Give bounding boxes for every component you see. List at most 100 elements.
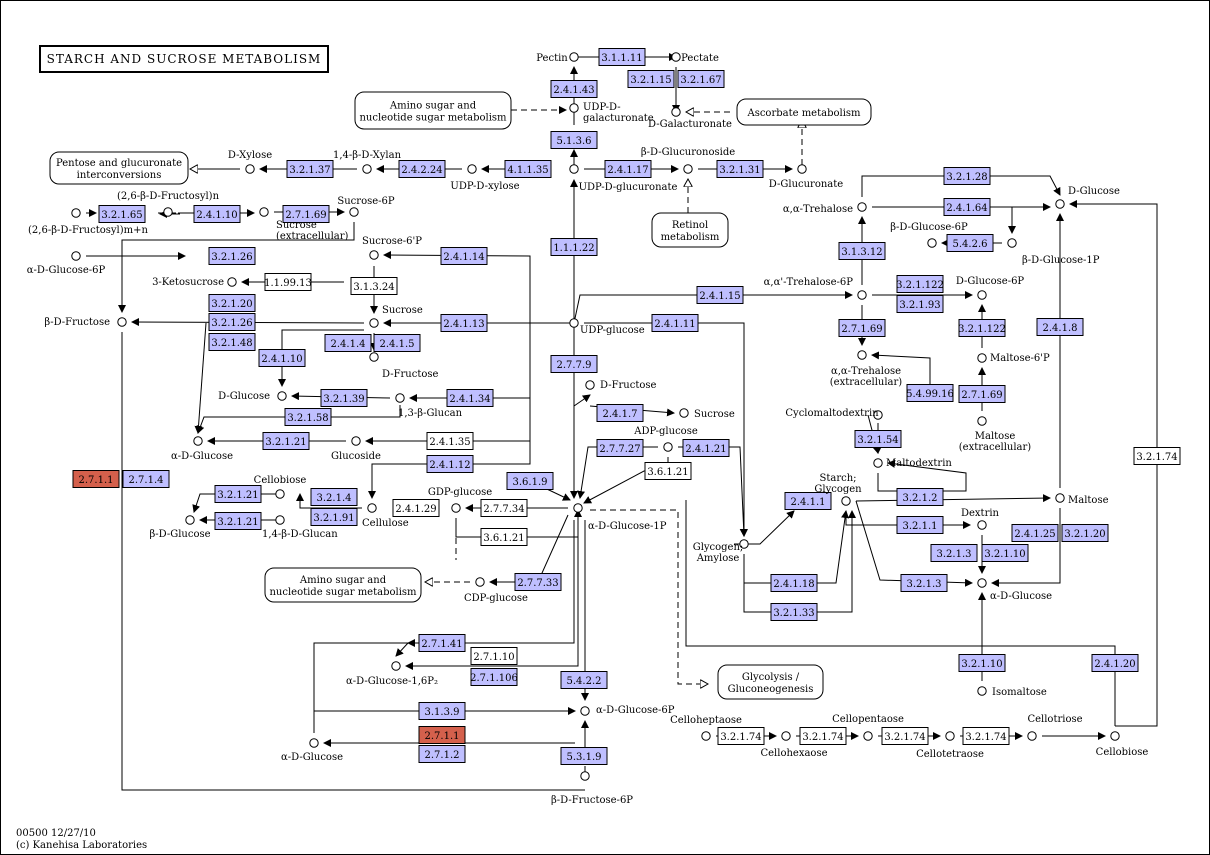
compound-d-glucose[interactable]: D-Glucose: [218, 391, 287, 402]
enzyme-3-2-1-2[interactable]: 3.2.1.2: [896, 488, 944, 506]
enzyme-2-7-7-33[interactable]: 2.7.7.33: [514, 573, 562, 591]
compound-udp-d-glucuronate[interactable]: UDP-D-glucuronate: [569, 164, 678, 193]
compound-d-fructose[interactable]: β-D-Fructose: [44, 317, 127, 328]
compound-sucrose-6-p[interactable]: Sucrose-6'P: [362, 236, 422, 260]
enzyme-3-2-1-15[interactable]: 3.2.1.15: [627, 70, 675, 88]
enzyme-2-7-1-10[interactable]: 2.7.1.10: [470, 647, 518, 665]
enzyme-3-2-1-74[interactable]: 3.2.1.74: [717, 727, 765, 745]
compound-celloheptaose[interactable]: Celloheptaose: [670, 715, 742, 741]
enzyme-5-3-1-9[interactable]: 5.3.1.9: [560, 747, 608, 765]
enzyme-3-2-1-31[interactable]: 3.2.1.31: [716, 160, 764, 178]
compound-cellotriose[interactable]: Cellotriose: [1027, 714, 1083, 741]
enzyme-3-2-1-93[interactable]: 3.2.1.93: [896, 295, 944, 313]
enzyme-2-7-7-9[interactable]: 2.7.7.9: [550, 355, 598, 373]
enzyme-2-4-1-1[interactable]: 2.4.1.1: [784, 492, 832, 510]
compound-d-glucose-6p[interactable]: D-Glucose-6P: [956, 276, 1025, 300]
compound-udp-d-galacturonate[interactable]: UDP-D-galacturonate: [569, 102, 654, 124]
enzyme-2-4-1-43[interactable]: 2.4.1.43: [550, 80, 598, 98]
enzyme-5-4-2-6[interactable]: 5.4.2.6: [946, 234, 994, 252]
compound-d-fructose[interactable]: D-Fructose: [369, 352, 439, 380]
compound-glycogen-amylose[interactable]: Glycogen;Amylose: [693, 539, 749, 564]
compound-gdp-glucose[interactable]: GDP-glucose: [428, 487, 492, 513]
compound-trehalose[interactable]: α,α-Trehalose: [783, 202, 867, 215]
enzyme-3-2-1-26[interactable]: 3.2.1.26: [208, 247, 256, 265]
compound-pectin[interactable]: Pectin: [536, 52, 579, 64]
enzyme-2-4-1-12[interactable]: 2.4.1.12: [426, 455, 474, 473]
compound-d-xylose[interactable]: D-Xylose: [228, 150, 272, 174]
enzyme-3-2-1-10[interactable]: 3.2.1.10: [981, 544, 1029, 562]
compound-cellohexaose[interactable]: Cellohexaose: [760, 731, 828, 759]
enzyme-3-2-1-91[interactable]: 3.2.1.91: [310, 508, 358, 526]
compound-d-glucose[interactable]: α-D-Glucose: [281, 738, 343, 763]
enzyme-3-2-1-39[interactable]: 3.2.1.39: [320, 389, 368, 407]
enzyme-3-2-1-10[interactable]: 3.2.1.10: [958, 654, 1006, 672]
enzyme-2-4-1-35[interactable]: 2.4.1.35: [426, 432, 474, 450]
enzyme-2-7-1-69[interactable]: 2.7.1.69: [838, 319, 886, 337]
compound-maltodextrin[interactable]: Maltodextrin: [873, 458, 953, 469]
compound-udp-glucose[interactable]: UDP-glucose: [569, 318, 645, 336]
enzyme-2-7-1-1[interactable]: 2.7.1.1: [418, 726, 466, 744]
enzyme-2-4-1-15[interactable]: 2.4.1.15: [696, 286, 744, 304]
enzyme-3-2-1-28[interactable]: 3.2.1.28: [943, 167, 991, 185]
enzyme-3-2-1-20[interactable]: 3.2.1.20: [1061, 524, 1109, 542]
enzyme-2-7-1-106[interactable]: 2.7.1.106: [470, 668, 518, 686]
compound-d-galacturonate[interactable]: D-Galacturonate: [648, 107, 732, 130]
compound-d-glucose-1-6p[interactable]: α-D-Glucose-1,6P₂: [346, 661, 438, 687]
compound-d-glucuronoside[interactable]: β-D-Glucuronoside: [641, 147, 735, 174]
compound-1-4-d-xylan[interactable]: 1,4-β-D-Xylan: [333, 150, 402, 174]
enzyme-2-7-1-1[interactable]: 2.7.1.1: [72, 470, 120, 488]
enzyme-2-4-1-29[interactable]: 2.4.1.29: [392, 499, 440, 517]
compound-sucrose-extracellular[interactable]: Sucrose(extracellular): [259, 207, 349, 242]
enzyme-5-4-2-2[interactable]: 5.4.2.2: [560, 671, 608, 689]
compound-pectate[interactable]: Pectate: [671, 52, 719, 64]
pathway-link-ascorbate-metabolism[interactable]: Ascorbate metabolism: [736, 98, 872, 126]
enzyme-2-4-1-8[interactable]: 2.4.1.8: [1036, 318, 1084, 336]
enzyme-2-7-1-2[interactable]: 2.7.1.2: [418, 745, 466, 763]
enzyme-3-6-1-21[interactable]: 3.6.1.21: [480, 528, 528, 546]
compound-glucoside[interactable]: Glucoside: [331, 436, 381, 462]
enzyme-2-4-1-11[interactable]: 2.4.1.11: [651, 314, 699, 332]
enzyme-1-1-99-13[interactable]: 1.1.99.13: [264, 273, 312, 291]
compound-2-6-d-fructosyl-m-n[interactable]: (2,6-β-D-Fructosyl)m+n: [28, 208, 149, 236]
compound-cdp-glucose[interactable]: CDP-glucose: [464, 577, 528, 604]
enzyme-3-2-1-48[interactable]: 3.2.1.48: [208, 333, 256, 351]
compound-d-glucose-1p[interactable]: β-D-Glucose-1P: [1007, 238, 1100, 266]
enzyme-2-4-1-25[interactable]: 2.4.1.25: [1011, 524, 1059, 542]
enzyme-3-2-1-122[interactable]: 3.2.1.122: [958, 319, 1006, 337]
compound-d-glucuronate[interactable]: D-Glucuronate: [769, 164, 843, 190]
enzyme-3-2-1-54[interactable]: 3.2.1.54: [854, 430, 902, 448]
enzyme-1-1-1-22[interactable]: 1.1.1.22: [550, 238, 598, 256]
compound-isomaltose[interactable]: Isomaltose: [977, 686, 1047, 698]
compound-udp-d-xylose[interactable]: UDP-D-xylose: [450, 164, 520, 192]
enzyme-3-2-1-67[interactable]: 3.2.1.67: [677, 70, 725, 88]
enzyme-3-2-1-33[interactable]: 3.2.1.33: [770, 603, 818, 621]
enzyme-2-4-1-14[interactable]: 2.4.1.14: [440, 247, 488, 265]
compound-d-glucose[interactable]: α-D-Glucose: [171, 436, 233, 462]
enzyme-2-4-1-10[interactable]: 2.4.1.10: [193, 205, 241, 223]
enzyme-3-2-1-74[interactable]: 3.2.1.74: [881, 727, 929, 745]
compound-1-4-d-glucan[interactable]: 1,4-β-D-Glucan: [262, 515, 338, 540]
compound-maltose[interactable]: Maltose: [1055, 493, 1109, 506]
enzyme-3-2-1-1[interactable]: 3.2.1.1: [896, 516, 944, 534]
enzyme-3-2-1-74[interactable]: 3.2.1.74: [799, 727, 847, 745]
compound-trehalose-extracellular[interactable]: α,α-Trehalose(extracellular): [830, 350, 903, 388]
enzyme-3-1-3-9[interactable]: 3.1.3.9: [418, 702, 466, 720]
compound-maltose-extracellular[interactable]: Maltose(extracellular): [959, 416, 1032, 453]
enzyme-2-4-1-18[interactable]: 2.4.1.18: [770, 574, 818, 592]
enzyme-2-4-2-24[interactable]: 2.4.2.24: [398, 160, 446, 178]
enzyme-2-7-7-27[interactable]: 2.7.7.27: [596, 439, 644, 457]
compound-trehalose-6p[interactable]: α,α'-Trehalose-6P: [764, 277, 867, 300]
enzyme-2-4-1-7[interactable]: 2.4.1.7: [596, 404, 644, 422]
enzyme-3-2-1-37[interactable]: 3.2.1.37: [286, 160, 334, 178]
enzyme-2-7-7-34[interactable]: 2.7.7.34: [480, 499, 528, 517]
enzyme-3-2-1-122[interactable]: 3.2.1.122: [896, 275, 944, 293]
compound-cellulose[interactable]: Cellulose: [362, 503, 409, 529]
compound-d-glucose-6p[interactable]: α-D-Glucose-6P: [580, 705, 675, 716]
enzyme-4-1-1-35[interactable]: 4.1.1.35: [504, 160, 552, 178]
compound-d-fructose-6p[interactable]: β-D-Fructose-6P: [551, 771, 633, 806]
enzyme-3-2-1-20[interactable]: 3.2.1.20: [208, 294, 256, 312]
